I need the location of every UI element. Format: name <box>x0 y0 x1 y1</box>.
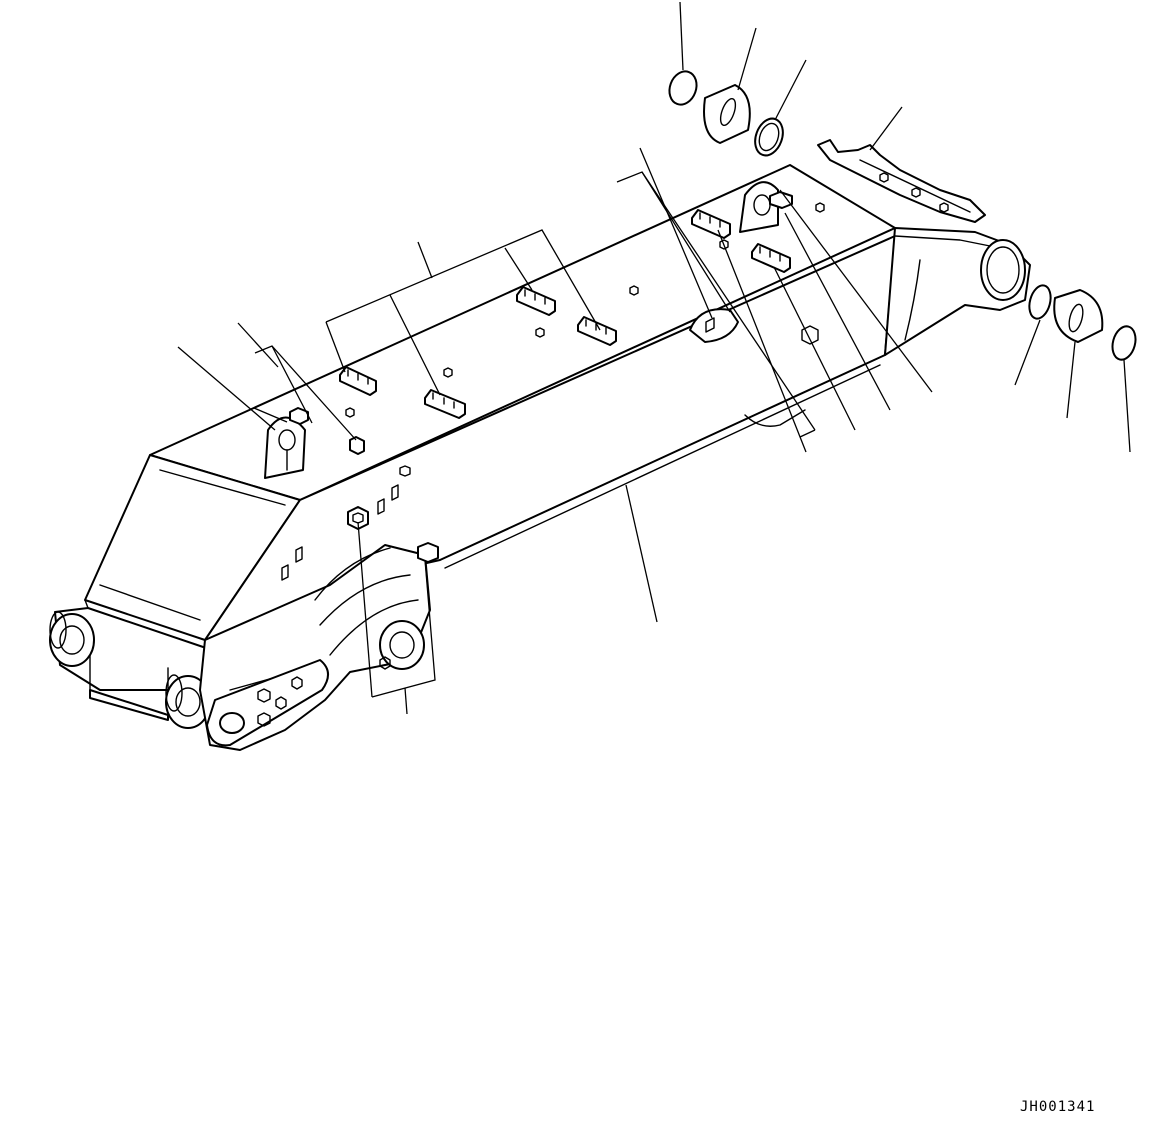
boom-body <box>84 164 896 651</box>
pin-group-top <box>668 70 784 157</box>
pin-group-right <box>1028 284 1137 361</box>
drawing-id-label: JH001341 <box>1020 1099 1096 1115</box>
lifting-eye-left <box>264 407 309 479</box>
cylinder-bracket <box>199 542 439 751</box>
boom-tip <box>884 227 1031 356</box>
boom-foot <box>49 607 213 729</box>
lifting-eye-right <box>739 181 793 233</box>
leader-lines <box>177 1 1131 715</box>
tip-hose-bracket <box>817 139 986 223</box>
top-clips <box>339 202 825 455</box>
side-plate-details <box>281 325 819 581</box>
